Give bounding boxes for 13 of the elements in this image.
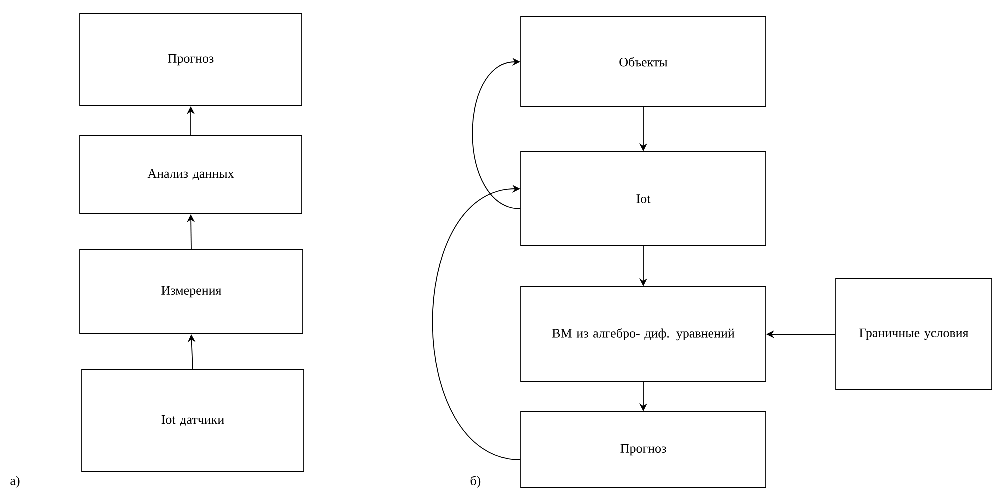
process-box: Объекты xyxy=(520,16,766,108)
process-box: Граничные условия xyxy=(836,278,992,390)
process-box: Прогноз xyxy=(520,412,766,488)
process-box: Анализ данных xyxy=(80,136,302,214)
arrow xyxy=(432,184,521,460)
process-box: Iot датчики xyxy=(82,370,304,472)
process-box: Iot xyxy=(520,152,766,246)
arrow xyxy=(472,58,521,210)
panel-label: а) xyxy=(10,476,20,488)
process-box: Измерения xyxy=(80,250,304,334)
panel-label: б) xyxy=(470,476,481,488)
process-box: Прогноз xyxy=(80,14,302,106)
process-box: ВМ из алгебро- диф. уравнений xyxy=(520,286,766,382)
